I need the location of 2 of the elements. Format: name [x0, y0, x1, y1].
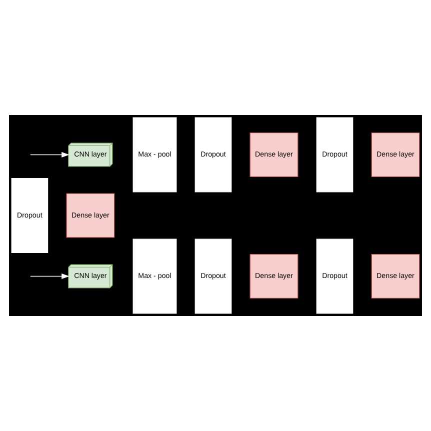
arrow: [30, 274, 70, 279]
arrow: [30, 152, 70, 158]
